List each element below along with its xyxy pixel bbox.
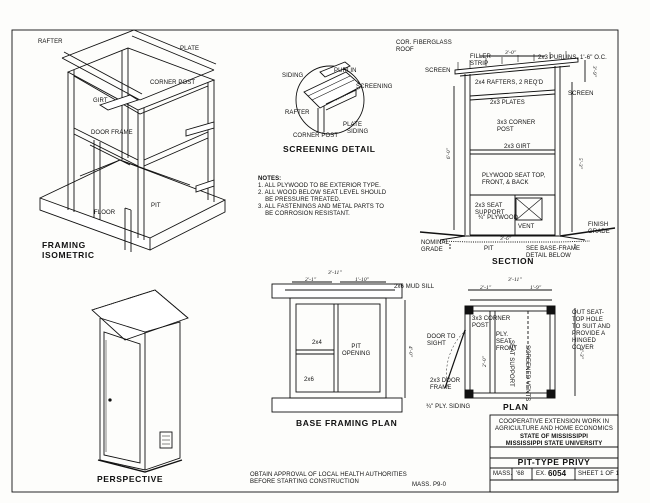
section-label-purlins: 2x3 PURLINS, 1'-6" O.C.	[538, 55, 607, 61]
note-1: 1. ALL PLYWOOD TO BE EXTERIOR TYPE.	[258, 183, 381, 189]
section-label-filler-strip: FILLER STRIP	[470, 54, 491, 67]
screening-label-purlin: PURLIN	[334, 68, 357, 74]
plan-label-corner-post: 3x3 CORNER POST	[472, 316, 511, 329]
plan-drawing	[444, 289, 576, 399]
base-framing-plan-title: BASE FRAMING PLAN	[296, 418, 398, 428]
section-label-roof: COR. FIBERGLASS ROOF	[396, 40, 452, 53]
screening-label-siding-2: SIDING	[347, 129, 369, 135]
framing-isometric-drawing	[39, 29, 226, 252]
iso-label-girt: GIRT	[93, 98, 108, 104]
plan-label-screened-vents: SCREENED VENTS	[524, 345, 530, 402]
plan-label-ply-seat-front: PLY. SEAT FRONT	[496, 332, 518, 352]
plan-label-ply-siding: ¾" PLY. SIDING	[426, 404, 471, 410]
screening-label-screening: SCREENING	[356, 84, 393, 90]
note-3: 3. ALL FASTENINGS AND METAL PARTS TO BE …	[258, 204, 384, 217]
dim-plan-left: 2'-1"	[480, 285, 492, 291]
dim-plan-overall: 3'-11"	[508, 277, 522, 283]
section-label-plates: 2x3 PLATES	[490, 100, 525, 106]
plan-title: PLAN	[503, 402, 529, 412]
sheet-border	[11, 29, 619, 493]
screening-label-siding: SIDING	[282, 73, 304, 79]
section-label-seat: PLYWOOD SEAT TOP, FRONT, & BACK	[482, 173, 546, 186]
perspective-title: PERSPECTIVE	[97, 474, 164, 484]
dim-section-top: 3'-0"	[505, 50, 517, 56]
iso-label-door-frame: DOOR FRAME	[91, 130, 133, 136]
perspective-drawing	[91, 289, 189, 473]
title-block-frame	[489, 414, 619, 493]
dim-section-right-top: 3'-9"	[591, 65, 598, 78]
section-label-seat-support: 2x3 SEAT SUPPORT	[475, 203, 505, 216]
plan-label-seat-top-hole: OUT SEAT- TOP HOLE TO SUIT AND PROVIDE A…	[572, 310, 611, 351]
section-drawing	[419, 51, 616, 250]
approval-note: OBTAIN APPROVAL OF LOCAL HEALTH AUTHORIT…	[250, 472, 407, 485]
title-block-drawing-title: PIT-TYPE PRIVY	[517, 457, 591, 467]
dim-section-height: 6'-0"	[446, 147, 453, 160]
dim-base-height: 4'-0"	[407, 345, 414, 358]
screening-label-corner-post: CORNER POST	[293, 133, 339, 139]
footer-code: MASS. P9-0	[412, 482, 447, 488]
base-label-mud-sill: 2x6 MUD SILL	[394, 284, 435, 290]
notes-heading: NOTES:	[258, 176, 282, 182]
section-label-screen-2: SCREEN	[568, 91, 594, 97]
note-2: 2. ALL WOOD BELOW SEAT LEVEL SHOULD BE P…	[258, 190, 387, 203]
screening-label-rafter: RAFTER	[285, 110, 310, 116]
dim-base-right: 1'-10"	[355, 277, 370, 283]
iso-label-rafter: RAFTER	[38, 39, 63, 45]
screening-detail-title: SCREENING DETAIL	[283, 144, 376, 154]
section-label-plywood: ¾" PLYWOOD	[478, 215, 519, 221]
dim-base-overall: 3'-11"	[328, 270, 342, 276]
screening-detail-drawing	[295, 61, 365, 135]
dim-plan-inner: 2'-0"	[482, 355, 489, 368]
title-block-ex-label: EX.	[536, 471, 546, 477]
plan-label-door-to-sight: DOOR TO SIGHT	[427, 334, 456, 347]
iso-label-floor: FLOOR	[94, 210, 116, 216]
framing-isometric-title: FRAMING ISOMETRIC	[42, 240, 95, 260]
iso-label-corner-post: CORNER POST	[150, 80, 196, 86]
section-label-corner-post: 3x3 CORNER POST	[497, 120, 536, 133]
title-block-year: '68	[516, 471, 525, 477]
section-title: SECTION	[492, 256, 534, 266]
plan-label-door-frame: 2x3 DOOR FRAME	[430, 378, 461, 391]
iso-label-plate: PLATE	[180, 46, 200, 52]
base-label-2x4: 2x4	[312, 340, 322, 346]
section-label-nominal-grade: NOMINAL GRADE	[421, 240, 450, 253]
screening-label-plate: PLATE	[343, 122, 363, 128]
dim-section-base: 3'-6"	[500, 236, 512, 242]
base-label-2x6: 2x6	[304, 377, 314, 383]
title-block-state: STATE OF MISSISSIPPI	[519, 434, 589, 440]
section-label-rafters: 2x4 RAFTERS, 2 REQ'D	[475, 80, 544, 86]
dim-plan-right: 1'-9"	[530, 285, 542, 291]
plan-label-seat-support: SEAT SUPPORT	[508, 340, 514, 387]
dim-plan-height: 4'-3"	[578, 347, 585, 360]
title-block-sheet: SHEET 1 OF 1	[578, 471, 620, 477]
dim-section-right: 5'-3"	[577, 157, 584, 170]
dim-base-left: 2'-1"	[305, 277, 317, 283]
section-label-girt: 2x3 GIRT	[504, 144, 531, 150]
section-label-screen: SCREEN	[425, 68, 451, 74]
section-label-vent: VENT	[518, 224, 535, 230]
section-label-finish-grade: FINISH GRADE	[588, 222, 610, 235]
title-block-agency: COOPERATIVE EXTENSION WORK IN AGRICULTUR…	[495, 419, 613, 432]
base-framing-plan-drawing	[271, 281, 406, 413]
title-block-university: MISSISSIPPI STATE UNIVERSITY	[505, 441, 603, 447]
base-label-pit-opening: PIT OPENING	[342, 344, 371, 357]
title-block-plan-number: 6054	[548, 469, 567, 478]
section-label-base-frame: SEE BASE-FRAME DETAIL BELOW	[526, 246, 581, 259]
section-label-pit: PIT	[484, 246, 494, 252]
iso-label-pit: PIT	[151, 203, 161, 209]
title-block-mass-label: MASS.	[493, 471, 513, 477]
